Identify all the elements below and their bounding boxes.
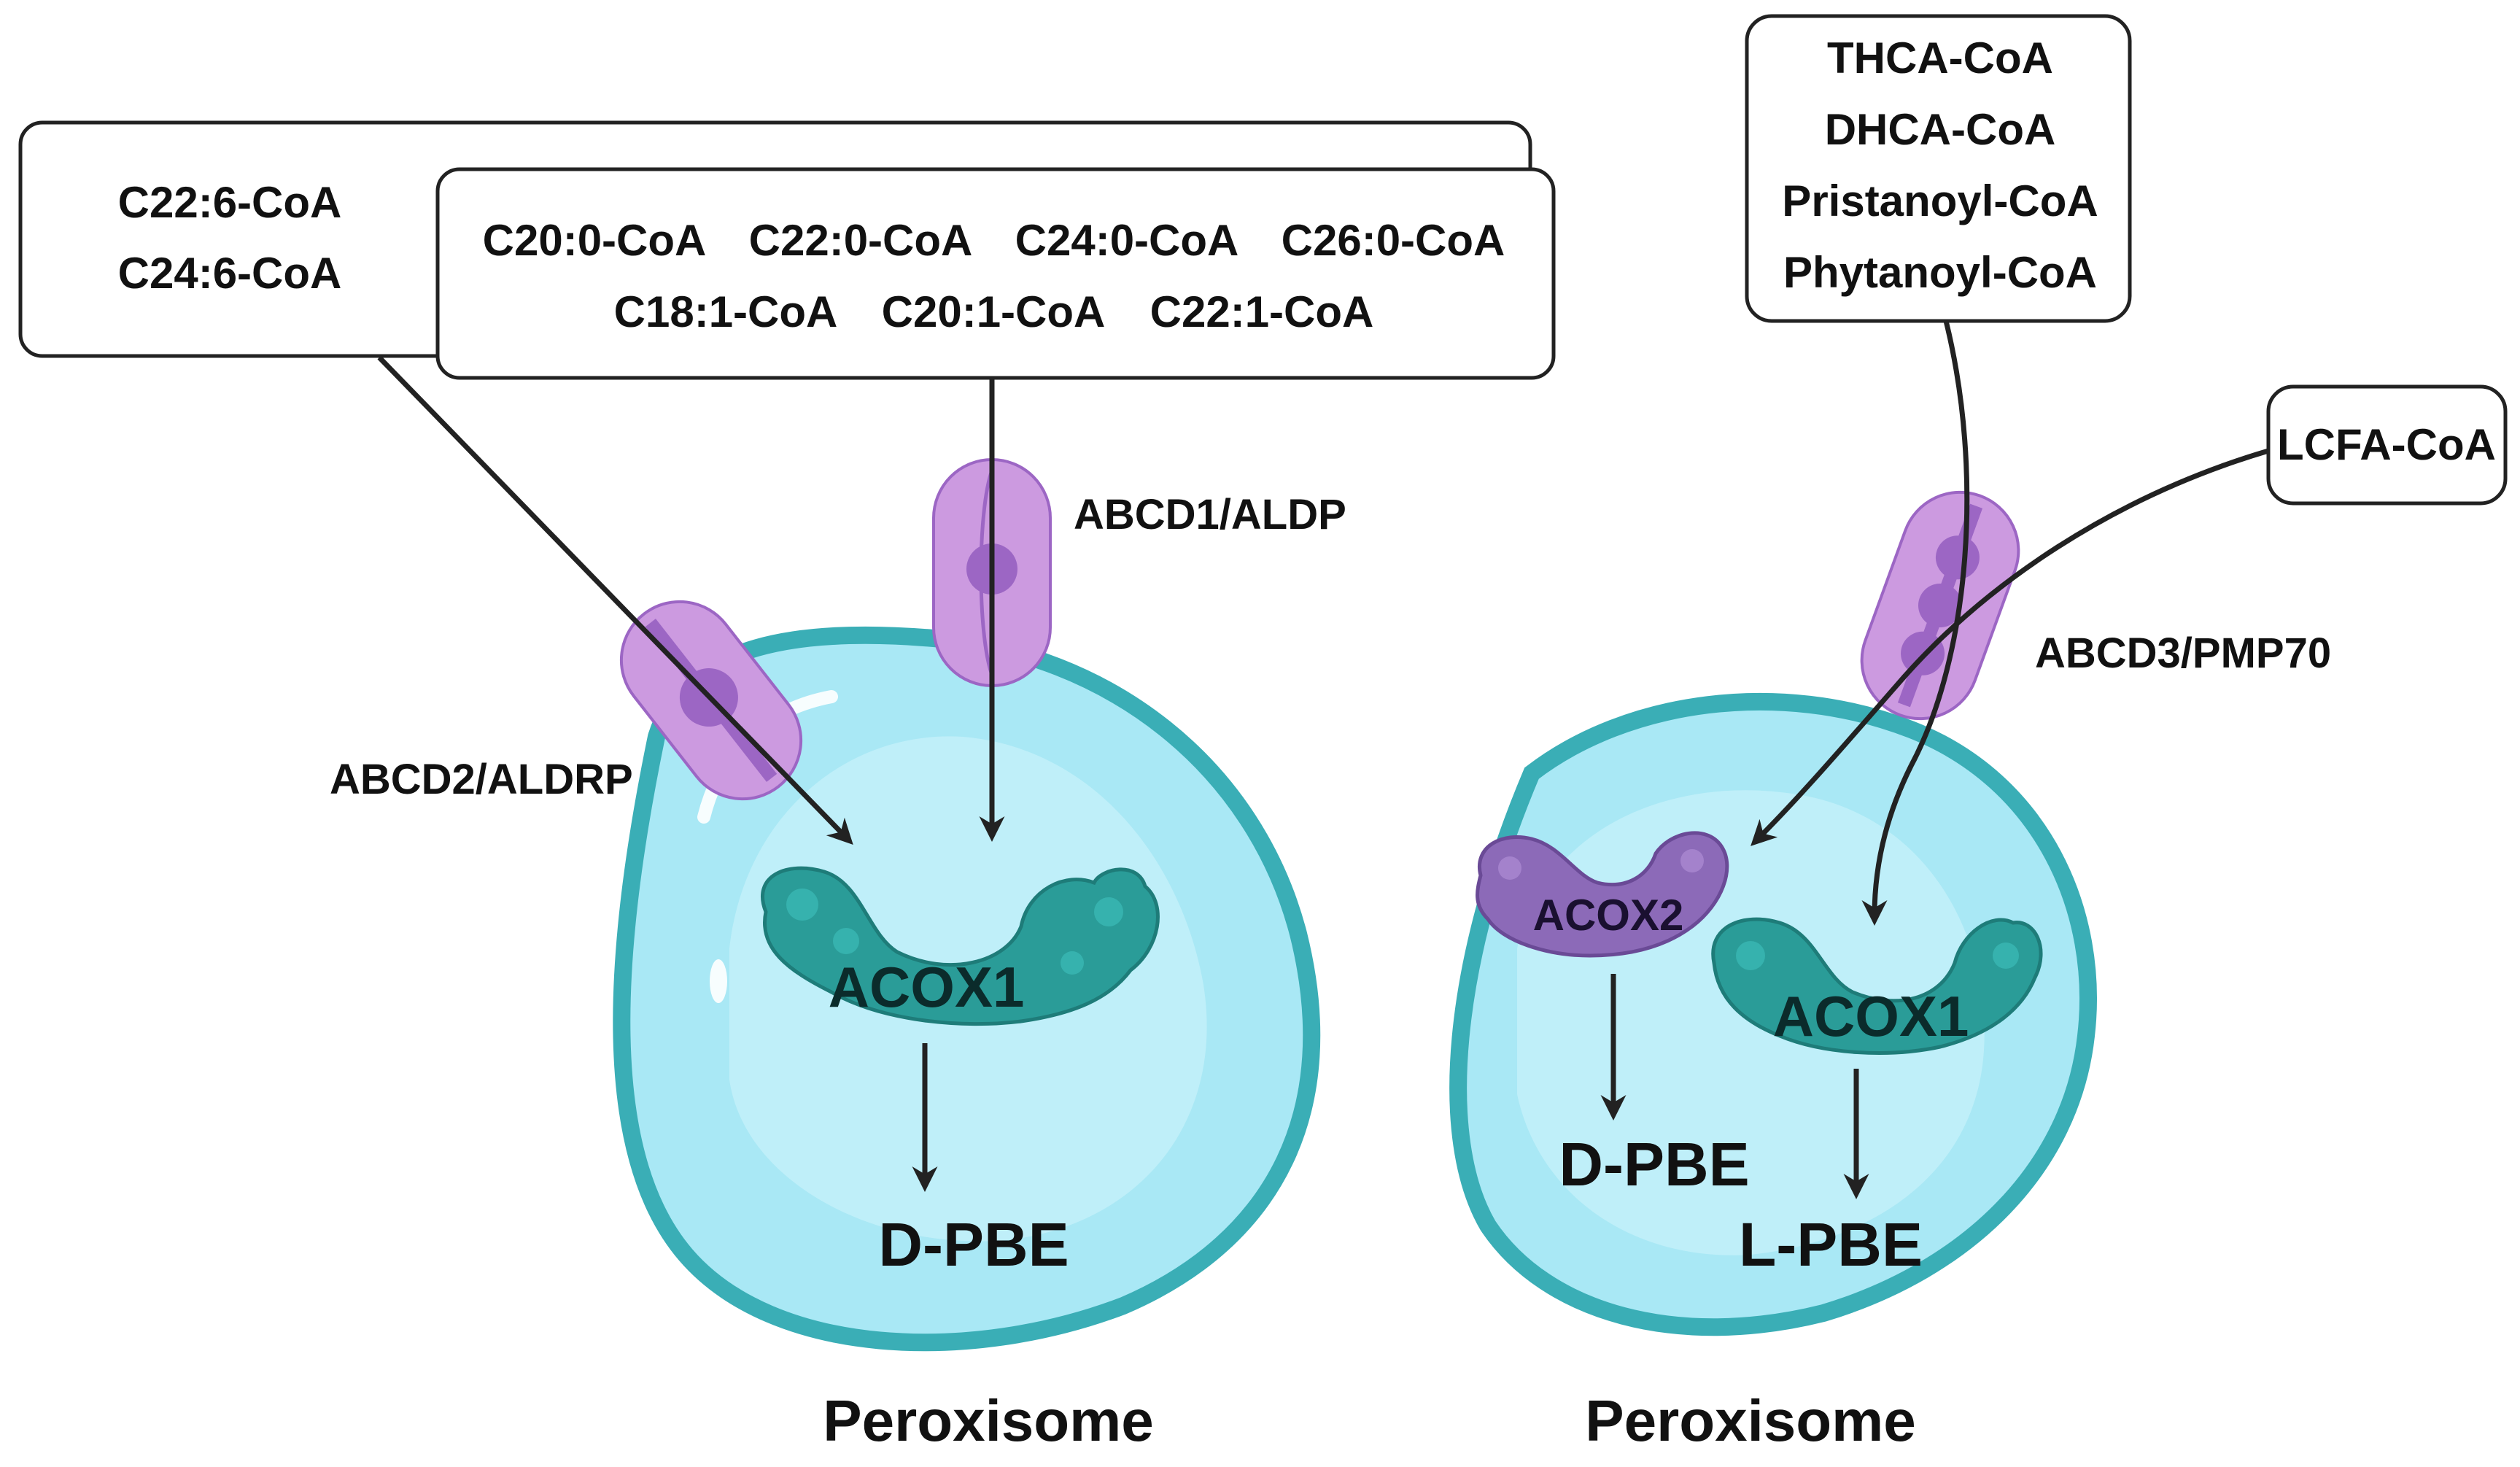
substrate-c22-6: C22:6-CoA <box>118 178 342 227</box>
acox2-enzyme <box>1476 831 1729 958</box>
substrate-c18-1: C18:1-CoA <box>614 287 838 336</box>
substrate-c22-0: C22:0-CoA <box>749 216 973 265</box>
arrow-thca-to-acox1 <box>1861 320 1970 926</box>
left-inner-substrate-box <box>435 167 1556 380</box>
label-acox2: ACOX2 <box>1533 891 1684 940</box>
label-right-peroxisome: Peroxisome <box>1585 1388 1916 1453</box>
label-abcd3: ABCD3/PMP70 <box>2035 630 2331 677</box>
substrate-c26-0: C26:0-CoA <box>1282 216 1505 265</box>
substrate-c24-6: C24:6-CoA <box>118 249 342 298</box>
substrate-c20-0: C20:0-CoA <box>483 216 707 265</box>
substrate-phytanoyl: Phytanoyl-CoA <box>1783 248 2097 297</box>
abcd3-transporter <box>1860 490 2020 721</box>
label-right-acox1: ACOX1 <box>1773 984 1969 1048</box>
substrate-c24-0: C24:0-CoA <box>1015 216 1239 265</box>
substrate-lcfa: LCFA-CoA <box>2277 420 2496 469</box>
substrate-c20-1: C20:1-CoA <box>882 287 1106 336</box>
substrate-thca: THCA-CoA <box>1827 34 2053 82</box>
label-left-acox1: ACOX1 <box>829 955 1025 1019</box>
label-left-dpbe: D-PBE <box>878 1210 1069 1279</box>
label-abcd2: ABCD2/ALDRP <box>330 756 633 803</box>
right-acox1-enzyme <box>1711 917 2043 1055</box>
label-left-peroxisome: Peroxisome <box>823 1388 1154 1453</box>
substrate-pristanoyl: Pristanoyl-CoA <box>1782 177 2098 225</box>
arrow-lcfa-to-acox2 <box>1751 448 2269 846</box>
label-right-dpbe: D-PBE <box>1559 1130 1749 1199</box>
label-abcd1: ABCD1/ALDP <box>1074 491 1346 538</box>
right-top-substrate-box <box>1745 14 2132 323</box>
label-lpbe: L-PBE <box>1739 1210 1923 1279</box>
left-acox1-enzyme <box>761 866 1160 1026</box>
substrate-c22-1: C22:1-CoA <box>1150 287 1374 336</box>
lcfa-substrate-box <box>2266 384 2508 506</box>
arrow-abcd2-to-acox1 <box>377 355 853 845</box>
substrate-dhca: DHCA-CoA <box>1825 105 2056 154</box>
